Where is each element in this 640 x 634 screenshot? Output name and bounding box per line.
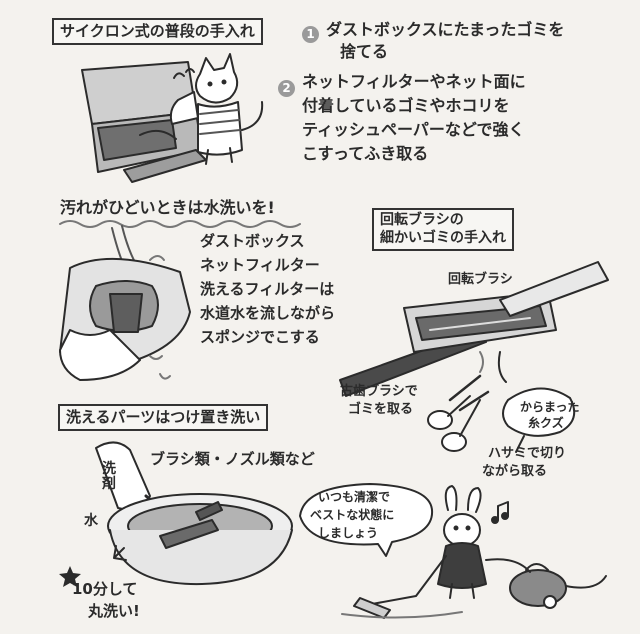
cyclone-care-title: サイクロン式の普段の手入れ (52, 18, 263, 45)
thread-bubble-line2: 糸クズ (528, 416, 564, 430)
soak-basin-illustration (107, 493, 293, 586)
soak-wash-subtitle: ブラシ類・ノズル類など (150, 450, 315, 468)
brush-care-title-line2: 細かいゴミの手入れ (380, 229, 506, 246)
rotary-brush-illustration (339, 261, 609, 397)
scissors-label-line2: ながら取る (482, 464, 548, 479)
detergent-label: 洗剤 (102, 461, 116, 493)
brush-care-title: 回転ブラシの 細かいゴミの手入れ (372, 208, 514, 251)
step-2-text-line1: ネットフィルターやネット面に (302, 72, 526, 91)
star-icon (59, 566, 81, 587)
speech-bubble-line1: いつも清潔で (318, 490, 391, 504)
wash-line-4: 水道水を流しながら (200, 304, 336, 322)
brush-care-title-line1: 回転ブラシの (380, 212, 464, 228)
speech-bubble-shape (299, 483, 434, 557)
wash-heading-underline (59, 220, 301, 228)
step-2-number: 2 (278, 80, 295, 97)
speech-bubble-line2: ベストな状態に (310, 508, 395, 522)
wash-line-5: スポンジでこする (200, 328, 320, 346)
step-1-text-line1: ダストボックスにたまったゴミを (326, 20, 565, 39)
step-1-text-line2: 捨てる (340, 42, 389, 61)
step-2-text-line3: ティッシュペーパーなどで強く (302, 120, 525, 139)
soak-wash-title: 洗えるパーツはつけ置き洗い (58, 404, 269, 431)
wash-heading: 汚れがひどいときは水洗いを! (60, 198, 275, 217)
toothbrush-label-line1: 古歯ブラシで (340, 384, 418, 399)
wash-line-1: ダストボックス (200, 232, 305, 250)
scissors-label-line1: ハサミで切り (488, 446, 567, 461)
faucet-wash-illustration (59, 225, 191, 381)
toothbrush-label-line2: ゴミを取る (348, 402, 414, 417)
water-label: 水 (84, 513, 98, 529)
wash-line-2: ネットフィルター (200, 256, 320, 274)
step-2-text-line4: こすってふき取る (302, 144, 429, 163)
rabbit-vacuum-illustration (353, 485, 607, 619)
scissors-illustration (427, 374, 490, 452)
dust-box-illustration (81, 61, 207, 183)
rotary-brush-label: 回転ブラシ (448, 272, 513, 287)
thread-bubble (502, 387, 576, 453)
soak-note-line2: 丸洗い! (88, 602, 140, 620)
step-1-number: 1 (302, 26, 319, 43)
speech-bubble-line3: しましょう (318, 526, 379, 540)
cat-illustration (169, 53, 264, 165)
soak-note-line1: 10分して (72, 580, 138, 598)
music-notes-icon (491, 501, 509, 524)
thread-bubble-line1: からまった (520, 400, 580, 414)
step-2-text-line2: 付着しているゴミやホコリを (302, 96, 510, 115)
wash-line-3: 洗えるフィルターは (200, 280, 335, 298)
